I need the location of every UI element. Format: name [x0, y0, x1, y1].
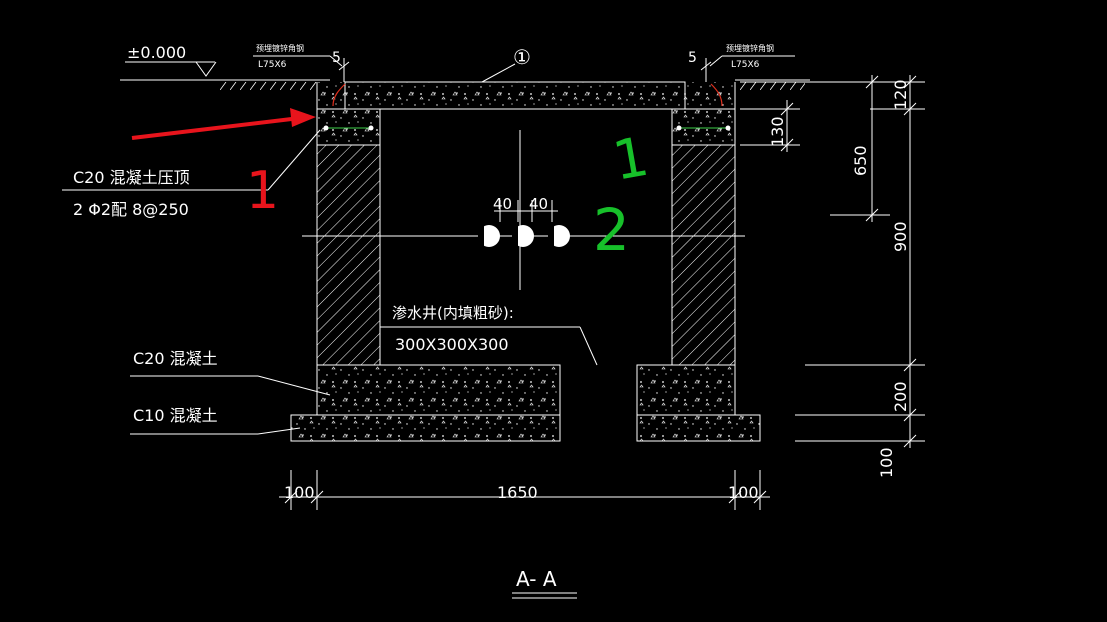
- coping-right: [671, 82, 736, 146]
- hand-mark-1-red: 1: [246, 161, 279, 221]
- coping-label: C20 混凝土压顶: [73, 168, 190, 187]
- hand-mark-2-green: 2: [593, 196, 630, 264]
- c20-callout: C20 混凝土: [130, 349, 331, 396]
- c10-label: C10 混凝土: [133, 406, 218, 425]
- ground-line: [120, 79, 810, 90]
- angle-size-right: L75X6: [731, 60, 760, 70]
- section-title: A- A: [512, 567, 577, 599]
- coping-callout: C20 混凝土压顶 2 Φ2配 8@250: [62, 129, 321, 219]
- dim-100-vertical: 100: [877, 447, 896, 478]
- dim-100-left: 100: [284, 483, 315, 502]
- embedded-angle-label-left: 预埋镀锌角钢: [256, 43, 304, 53]
- sump-size: 300X300X300: [395, 335, 509, 354]
- dim-200: 200: [891, 381, 910, 412]
- cover-slab: [344, 81, 686, 110]
- c20-base-left: [316, 364, 561, 416]
- dim-900: 900: [891, 221, 910, 252]
- section-title-text: A- A: [516, 567, 557, 591]
- rebar-label: 2 Φ2配 8@250: [73, 200, 189, 219]
- elevation-label: ±0.000: [127, 43, 186, 62]
- wall-right: [671, 144, 736, 366]
- dim-40-a: 40: [493, 195, 512, 213]
- red-arrow-annotation: [131, 108, 316, 140]
- dim-1650: 1650: [497, 483, 538, 502]
- embedded-angle-left: 预埋镀锌角钢 L75X6 5: [253, 43, 350, 82]
- elevation-marker: ±0.000: [125, 43, 217, 77]
- c10-callout: C10 混凝土: [130, 406, 301, 435]
- sump-callout: 渗水井(内填粗砂): 300X300X300: [380, 304, 598, 366]
- dim-40-b: 40: [529, 195, 548, 213]
- bottom-dimensions: [279, 470, 770, 510]
- embedded-angle-label-right: 预埋镀锌角钢: [726, 43, 774, 53]
- dim-100-right: 100: [728, 483, 759, 502]
- sump-label: 渗水井(内填粗砂):: [392, 304, 514, 322]
- dim-130: 130: [768, 116, 787, 147]
- cover-reference: ①: [481, 45, 531, 83]
- embedded-angle-right: 预埋镀锌角钢 L75X6 5: [688, 43, 795, 82]
- c10-base-right: [636, 414, 761, 442]
- hand-mark-1-green: 1: [608, 125, 653, 193]
- wall-left: [316, 144, 381, 366]
- dim-5-left: 5: [332, 50, 341, 66]
- dim-5-right: 5: [688, 50, 697, 66]
- pipe-group: 40 40: [478, 195, 570, 247]
- c20-base-right: [636, 364, 736, 416]
- right-dimensions: [740, 75, 925, 448]
- angle-size-left: L75X6: [258, 60, 287, 70]
- coping-left: [316, 82, 381, 146]
- dim-120: 120: [891, 79, 910, 110]
- c20-label: C20 混凝土: [133, 349, 218, 368]
- c10-base-left: [290, 414, 561, 442]
- cover-ref-mark: ①: [513, 45, 531, 69]
- dim-650: 650: [851, 145, 870, 176]
